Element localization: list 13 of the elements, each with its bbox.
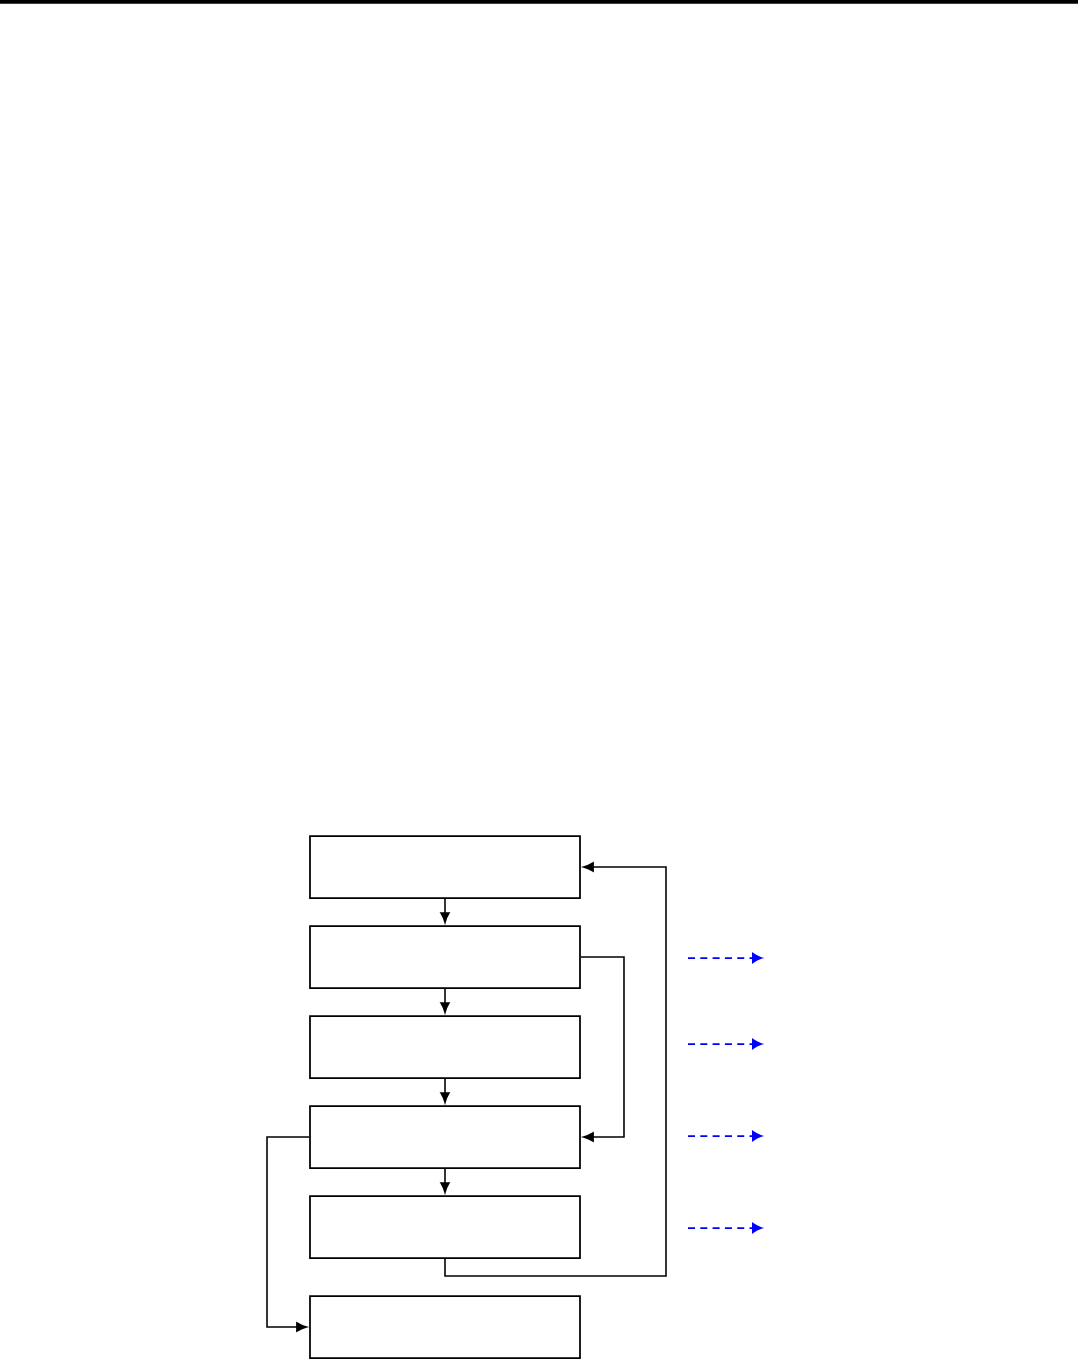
- process-box: [309, 1195, 581, 1259]
- arrow: [440, 898, 450, 923]
- arrow: [266, 1136, 310, 1332]
- arrow: [440, 988, 450, 1013]
- arrow: [440, 1078, 450, 1103]
- process-box: [309, 1015, 581, 1079]
- process-box: [309, 835, 581, 899]
- arrow: [440, 1168, 450, 1193]
- process-box: [309, 1105, 581, 1169]
- process-box: [309, 1295, 581, 1359]
- process-box: [309, 925, 581, 989]
- arrow: [444, 862, 667, 1277]
- arrow: [580, 956, 625, 1142]
